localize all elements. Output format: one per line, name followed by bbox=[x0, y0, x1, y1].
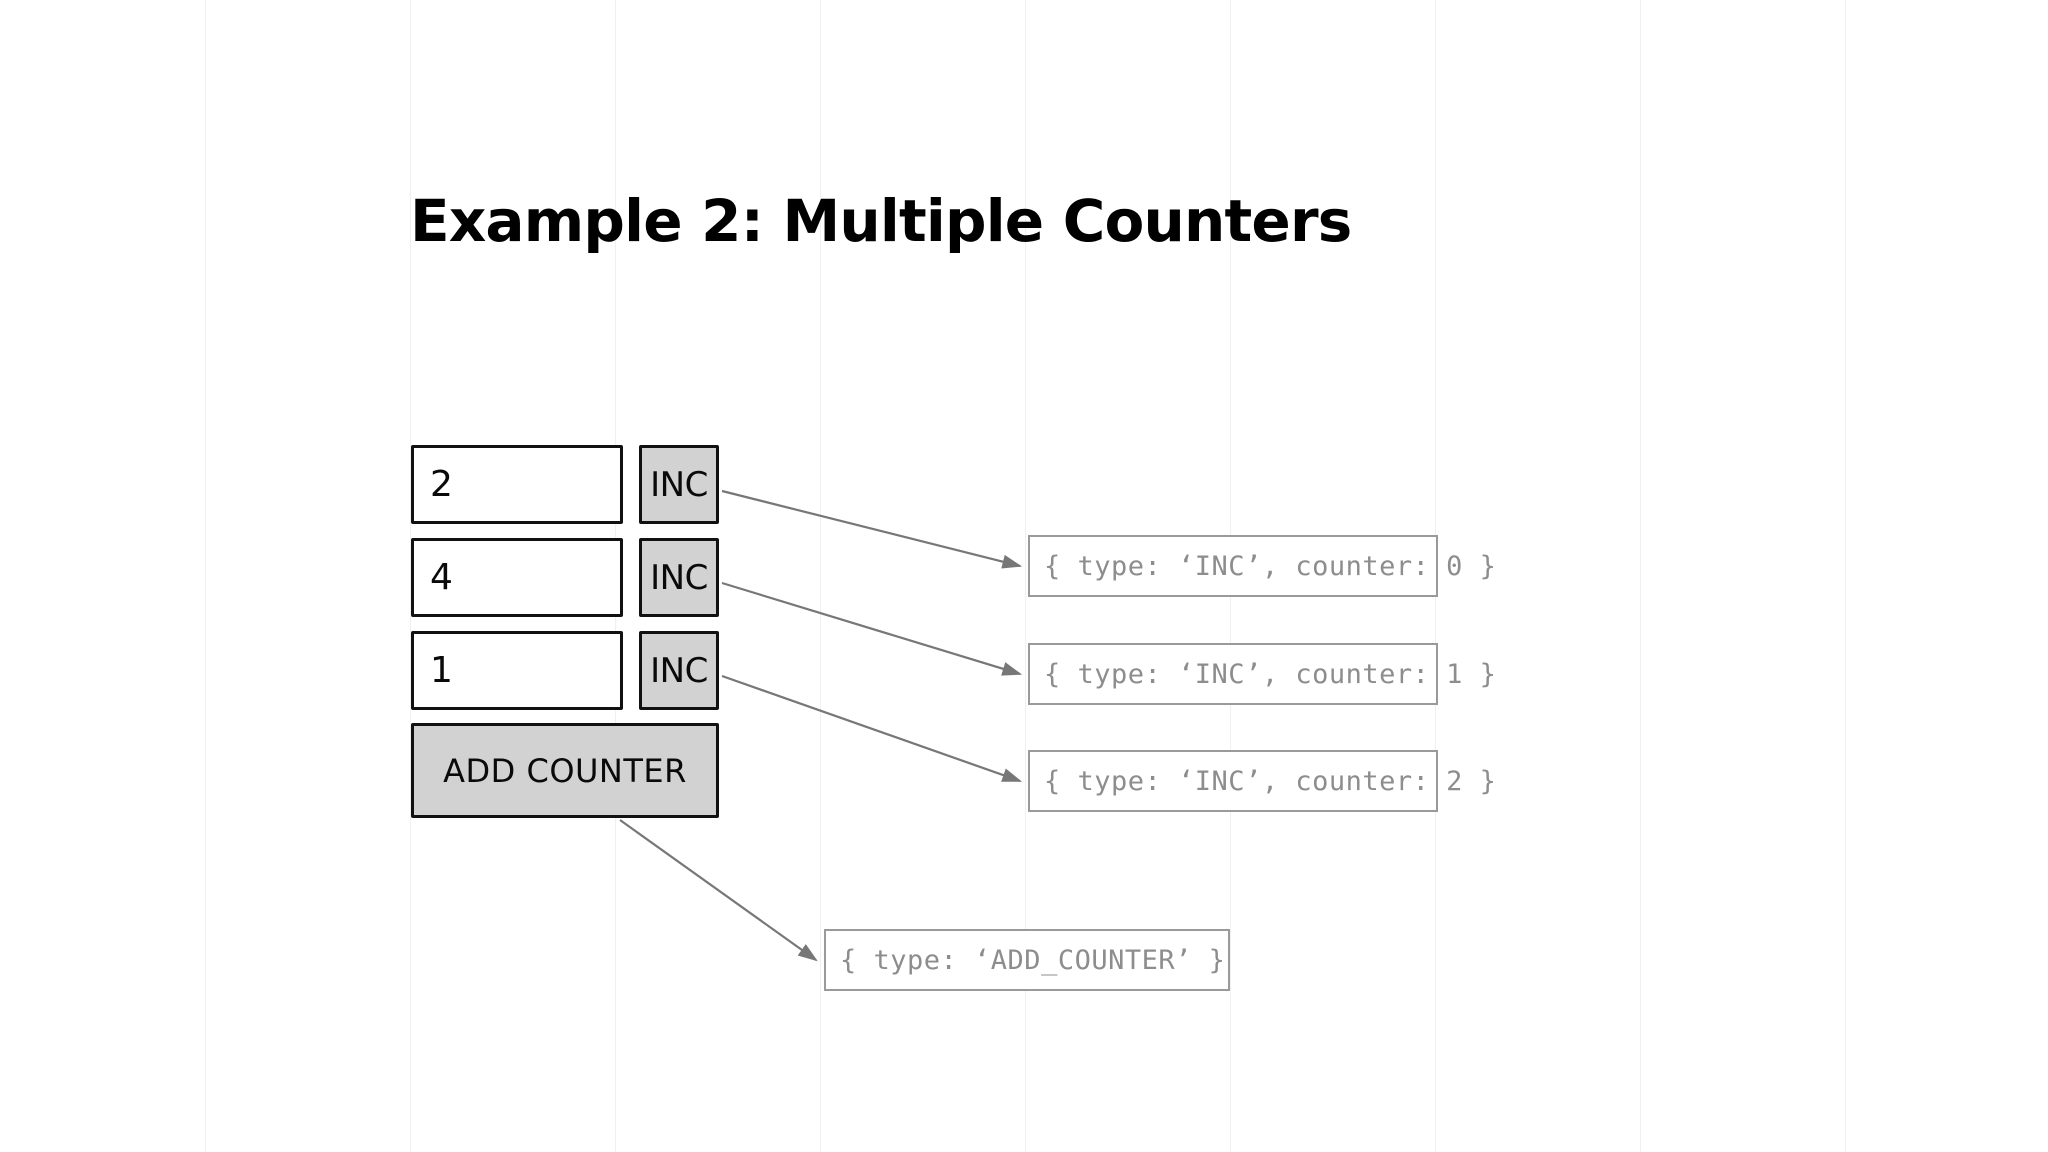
increment-button-1[interactable]: INC bbox=[639, 538, 719, 617]
counter-row: 4 INC bbox=[411, 538, 725, 623]
action-payload-inc-2: { type: ‘INC’, counter: 2 } bbox=[1028, 750, 1496, 812]
gridline-0 bbox=[205, 0, 206, 1152]
increment-button-0[interactable]: INC bbox=[639, 445, 719, 524]
action-payload-inc-0: { type: ‘INC’, counter: 0 } bbox=[1028, 535, 1496, 597]
page-title: Example 2: Multiple Counters bbox=[410, 187, 1352, 255]
action-payload-add-counter: { type: ‘ADD_COUNTER’ } bbox=[824, 929, 1230, 991]
add-counter-button[interactable]: ADD COUNTER bbox=[411, 723, 719, 818]
counter-display-0: 2 bbox=[411, 445, 623, 524]
gridline-8 bbox=[1845, 0, 1846, 1152]
arrow-counter-2-to-action-2 bbox=[721, 674, 1023, 783]
counter-value-1: 4 bbox=[430, 556, 453, 598]
arrow-add-counter-to-action-add bbox=[619, 819, 818, 962]
arrow-counter-1-to-action-1 bbox=[721, 581, 1023, 676]
counter-value-2: 1 bbox=[430, 649, 453, 691]
increment-button-2[interactable]: INC bbox=[639, 631, 719, 710]
counter-list: 2 INC 4 INC 1 INC bbox=[411, 445, 725, 724]
counter-row: 1 INC bbox=[411, 631, 725, 716]
counter-display-1: 4 bbox=[411, 538, 623, 617]
counter-display-2: 1 bbox=[411, 631, 623, 710]
counter-value-0: 2 bbox=[430, 463, 453, 505]
action-payload-inc-1: { type: ‘INC’, counter: 1 } bbox=[1028, 643, 1496, 705]
gridline-3 bbox=[820, 0, 821, 1152]
counter-row: 2 INC bbox=[411, 445, 725, 530]
arrow-counter-0-to-action-0 bbox=[721, 489, 1023, 569]
gridline-7 bbox=[1640, 0, 1641, 1152]
